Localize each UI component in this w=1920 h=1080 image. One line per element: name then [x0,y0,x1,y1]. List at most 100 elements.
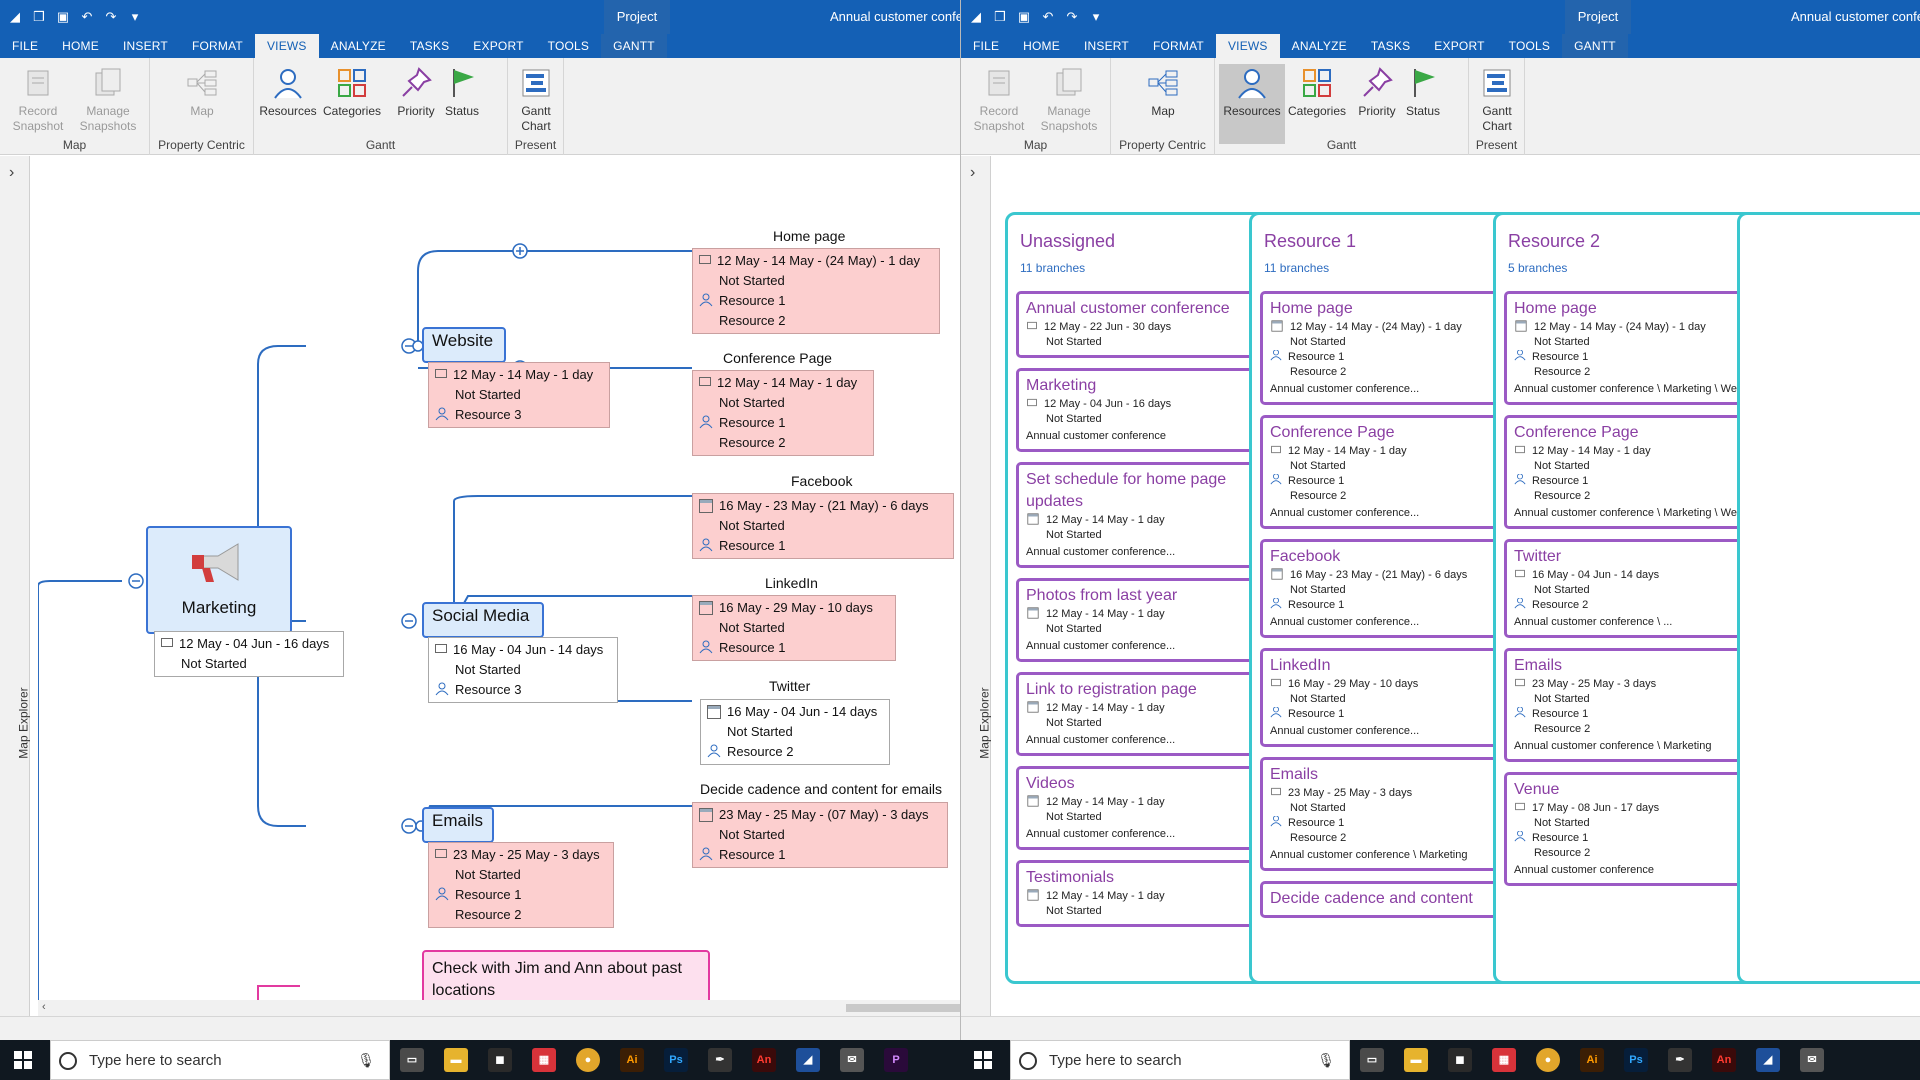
tab-views[interactable]: VIEWS [1216,34,1280,58]
new-icon[interactable]: ❒ [32,9,46,25]
status-button[interactable]: Status [1397,64,1449,144]
linkedin-label[interactable]: LinkedIn [765,575,818,591]
twitter-label[interactable]: Twitter [769,678,810,694]
task-card[interactable]: Home page12 May - 14 May - (24 May) - 1 … [1504,291,1752,405]
tab-tools[interactable]: TOOLS [536,34,601,58]
task-card[interactable]: LinkedIn16 May - 29 May - 10 daysNot Sta… [1260,648,1508,747]
inkscape-icon[interactable]: ✒ [708,1048,732,1072]
cadence-label[interactable]: Decide cadence and content for emails [700,781,942,797]
mindmanager-icon[interactable]: ◢ [1756,1048,1780,1072]
tab-analyze[interactable]: ANALYZE [319,34,398,58]
tab-gantt[interactable]: GANTT [601,34,667,58]
chevron-right-icon[interactable]: › [9,164,14,182]
scroll-left-icon[interactable]: ‹ [42,1001,46,1013]
task-card[interactable]: Twitter16 May - 04 Jun - 14 daysNot Star… [1504,539,1752,638]
map-view-button[interactable]: Map [1133,64,1193,144]
windows-start-icon[interactable] [14,1051,32,1069]
acrobat-icon[interactable]: An [1712,1048,1736,1072]
tab-insert[interactable]: INSERT [111,34,180,58]
inkscape-icon[interactable]: ✒ [1668,1048,1692,1072]
microphone-icon[interactable]: 🎙 [357,1052,375,1069]
chrome-icon[interactable]: ● [576,1048,600,1072]
file-explorer-icon[interactable]: ▬ [444,1048,468,1072]
tab-analyze[interactable]: ANALYZE [1280,34,1359,58]
task-card[interactable]: Annual customer conference12 May - 22 Ju… [1016,291,1264,358]
tab-tasks[interactable]: TASKS [398,34,461,58]
illustrator-icon[interactable]: Ai [1580,1048,1604,1072]
resource-column[interactable]: Unassigned11 branchesAnnual customer con… [1005,212,1289,984]
resource-column-partial[interactable] [1737,212,1920,984]
mail-icon[interactable]: ✉ [1800,1048,1824,1072]
undo-icon[interactable]: ↶ [1041,9,1055,25]
save-icon[interactable]: ▣ [1017,9,1031,25]
illustrator-icon[interactable]: Ai [620,1048,644,1072]
save-icon[interactable]: ▣ [56,9,70,25]
tab-format[interactable]: FORMAT [1141,34,1216,58]
tab-tasks[interactable]: TASKS [1359,34,1422,58]
task-card[interactable]: Home page12 May - 14 May - (24 May) - 1 … [1260,291,1508,405]
undo-icon[interactable]: ↶ [80,9,94,25]
categories-button[interactable]: Categories [1287,64,1347,144]
mail-icon[interactable]: ✉ [840,1048,864,1072]
chevron-right-icon[interactable]: › [970,164,975,182]
gantt-chart-button[interactable]: Gantt Chart [508,64,564,144]
photoshop-icon[interactable]: Ps [664,1048,688,1072]
task-card[interactable]: Conference Page12 May - 14 May - 1 dayNo… [1260,415,1508,529]
premiere-icon[interactable]: P [884,1048,908,1072]
task-card[interactable]: Emails23 May - 25 May - 3 daysNot Starte… [1260,757,1508,871]
resource-column[interactable]: Resource 25 branchesHome page12 May - 14… [1493,212,1777,984]
task-card[interactable]: Link to registration page12 May - 14 May… [1016,672,1264,756]
task-card[interactable]: Venue17 May - 08 Jun - 17 daysNot Starte… [1504,772,1752,886]
tab-file[interactable]: FILE [0,34,50,58]
redo-icon[interactable]: ↷ [1065,9,1079,25]
office-icon[interactable]: ▦ [532,1048,556,1072]
file-explorer-icon[interactable]: ▬ [1404,1048,1428,1072]
task-card[interactable]: Videos12 May - 14 May - 1 dayNot Started… [1016,766,1264,850]
task-card[interactable]: Emails23 May - 25 May - 3 daysNot Starte… [1504,648,1752,762]
resource-column[interactable]: Resource 111 branchesHome page12 May - 1… [1249,212,1533,984]
tab-export[interactable]: EXPORT [1422,34,1496,58]
manage-snapshots-button[interactable]: Manage Snapshots [1039,64,1099,144]
confpage-label[interactable]: Conference Page [723,350,832,366]
resources-button[interactable]: Resources [1219,64,1285,144]
tab-gantt[interactable]: GANTT [1562,34,1628,58]
manage-snapshots-button[interactable]: Manage Snapshots [78,64,138,144]
marketing-root-node[interactable]: Marketing [146,526,292,634]
tab-insert[interactable]: INSERT [1072,34,1141,58]
task-card[interactable]: Set schedule for home page updates12 May… [1016,462,1264,568]
map-explorer-panel[interactable]: › Map Explorer [961,156,991,1020]
photoshop-icon[interactable]: Ps [1624,1048,1648,1072]
task-view-icon[interactable]: ▭ [1360,1048,1384,1072]
scroll-thumb[interactable] [846,1004,960,1012]
homepage-label[interactable]: Home page [773,228,845,244]
windows-start-icon[interactable] [974,1051,992,1069]
website-node[interactable]: Website [422,327,506,363]
mindmanager-icon[interactable]: ◢ [796,1048,820,1072]
taskbar-search[interactable]: Type here to search 🎙 [1010,1040,1350,1080]
task-card[interactable]: Testimonials12 May - 14 May - 1 dayNot S… [1016,860,1264,927]
task-view-icon[interactable]: ▭ [400,1048,424,1072]
task-card[interactable]: Marketing12 May - 04 Jun - 16 daysNot St… [1016,368,1264,452]
tab-export[interactable]: EXPORT [461,34,535,58]
status-button[interactable]: Status [436,64,488,144]
horizontal-scrollbar[interactable]: ‹ [38,1000,960,1016]
customize-qat-icon[interactable]: ▾ [128,9,142,25]
office-icon[interactable]: ▦ [1492,1048,1516,1072]
task-card[interactable]: Conference Page12 May - 14 May - 1 dayNo… [1504,415,1752,529]
tab-home[interactable]: HOME [50,34,111,58]
map-canvas[interactable]: Marketing 12 May - 04 Jun - 16 days Not … [38,156,960,1020]
tab-views[interactable]: VIEWS [255,34,319,58]
redo-icon[interactable]: ↷ [104,9,118,25]
gantt-chart-button[interactable]: Gantt Chart [1469,64,1525,144]
tab-format[interactable]: FORMAT [180,34,255,58]
tab-home[interactable]: HOME [1011,34,1072,58]
customize-qat-icon[interactable]: ▾ [1089,9,1103,25]
resources-button[interactable]: Resources [258,64,318,144]
task-card[interactable]: Facebook16 May - 23 May - (21 May) - 6 d… [1260,539,1508,638]
store-icon[interactable]: ◼ [1448,1048,1472,1072]
categories-button[interactable]: Categories [322,64,382,144]
facebook-label[interactable]: Facebook [791,473,852,489]
task-card[interactable]: Decide cadence and content [1260,881,1508,918]
store-icon[interactable]: ◼ [488,1048,512,1072]
social-media-node[interactable]: Social Media [422,602,544,638]
